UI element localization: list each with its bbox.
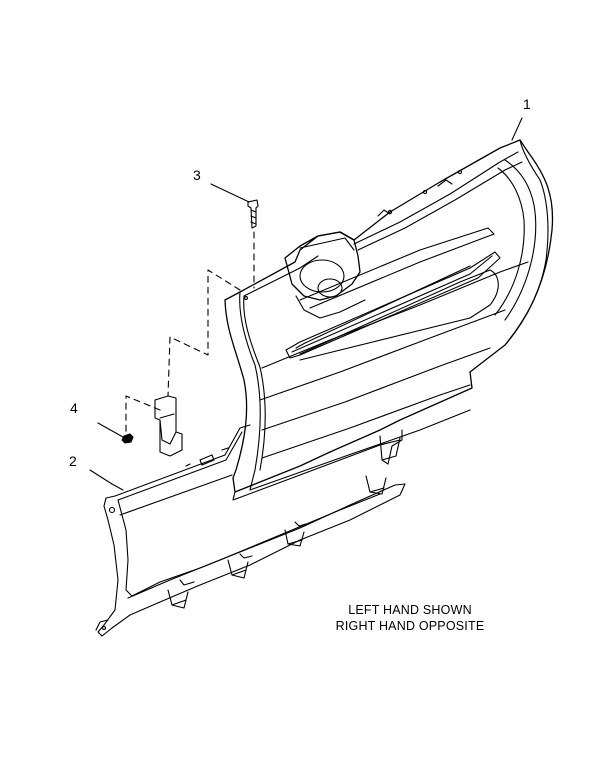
screw-part-3	[247, 199, 259, 229]
door-panel-part-1	[224, 139, 554, 501]
lower-trim-part-2	[95, 395, 406, 637]
callout-2: 2	[69, 453, 77, 469]
note-line-2: RIGHT HAND OPPOSITE	[335, 619, 485, 633]
assembly-lines	[125, 231, 255, 433]
nut-part-4	[121, 433, 134, 444]
orientation-note: LEFT HAND SHOWN RIGHT HAND OPPOSITE	[300, 602, 520, 634]
callout-3: 3	[193, 167, 201, 183]
callout-1: 1	[523, 96, 531, 112]
callout-4: 4	[70, 400, 78, 416]
leader-lines	[89, 117, 523, 491]
note-line-1: LEFT HAND SHOWN	[348, 603, 472, 617]
